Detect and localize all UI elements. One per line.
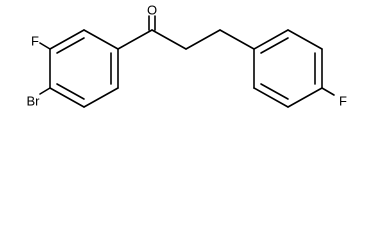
bond-chain-1	[151, 29, 187, 50]
bond-right-ring-5-inner	[260, 83, 289, 100]
bond-right-ring-1	[253, 29, 289, 50]
bond-right-ring-2	[287, 29, 323, 50]
bond-right-ring-5	[253, 87, 289, 108]
bond-ring-to-fluorine-right	[321, 87, 335, 96]
molecule-structure: O F Br F	[27, 3, 348, 109]
oxygen-label: O	[147, 3, 157, 18]
bond-ring-to-carbonyl	[117, 29, 153, 50]
bond-right-ring-4	[287, 87, 323, 108]
bond-left-ring-6	[49, 29, 85, 50]
bromine-label: Br	[27, 94, 41, 109]
bond-left-ring-4-inner	[56, 83, 85, 100]
bond-ring-to-bromine	[39, 87, 51, 95]
fluorine-top-label: F	[31, 34, 39, 49]
bond-left-ring-1	[83, 29, 119, 50]
bond-left-ring-3	[83, 87, 119, 108]
bond-chain-3	[219, 29, 255, 50]
bond-chain-2	[185, 29, 221, 50]
bond-right-ring-1-inner	[260, 37, 289, 54]
bond-ring-to-fluorine	[39, 42, 51, 50]
fluorine-right-label: F	[339, 94, 347, 109]
bond-left-ring-6-inner	[56, 37, 85, 54]
bond-left-ring-4	[49, 87, 85, 108]
